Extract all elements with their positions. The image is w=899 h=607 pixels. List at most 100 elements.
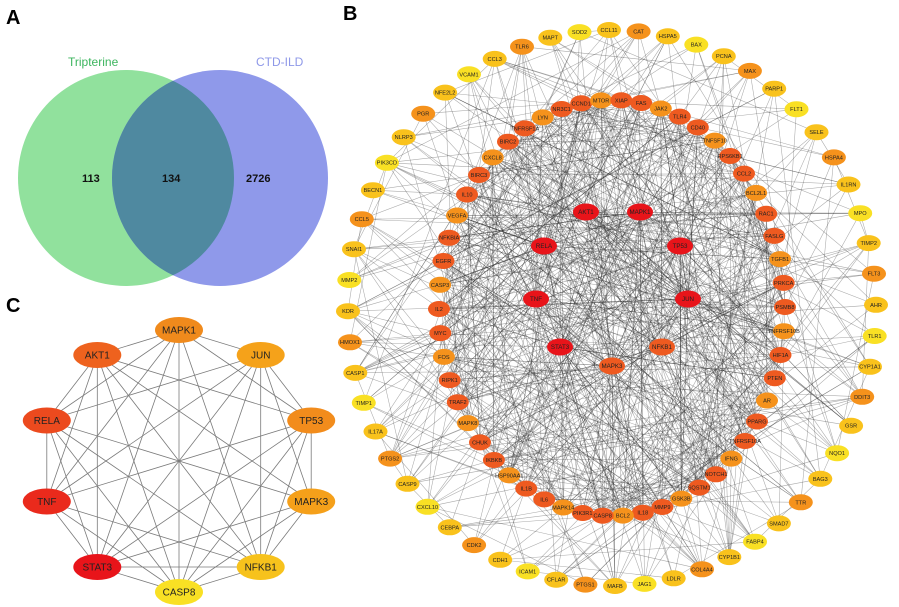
network-edge <box>687 298 746 442</box>
network-edge <box>479 298 689 443</box>
gene-node-label: TNFRSF10B <box>768 329 800 335</box>
network-edge <box>386 162 624 516</box>
network-edge <box>507 141 537 300</box>
network-edge <box>443 260 613 367</box>
network-edge <box>467 46 523 424</box>
gene-node-label: CYP1A1 <box>859 365 880 371</box>
gene-node-shape <box>538 29 563 46</box>
gene-node-shape <box>343 364 368 381</box>
network-edge <box>662 298 689 508</box>
network-edge <box>580 103 700 488</box>
network-edge <box>640 102 776 379</box>
network-edge <box>479 282 784 443</box>
gene-node-shape <box>688 479 711 496</box>
gene-node-label: CDH1 <box>493 558 508 564</box>
gene-node-pcna: PCNA <box>711 48 736 65</box>
gene-node-shape <box>626 23 651 40</box>
network-edge <box>715 56 725 475</box>
network-edge <box>468 74 689 300</box>
gene-node-label: PTEN <box>767 376 782 382</box>
network-edge <box>449 211 641 239</box>
network-edge <box>642 242 869 513</box>
gene-node-label: PSMB8 <box>776 305 795 311</box>
gene-node-egfr: EGFR <box>432 253 455 269</box>
gene-node-gsr: GSR <box>839 417 864 434</box>
hub-gene-network: MAPK1JUNTP53MAPK3NFKB1CASP8STAT3TNFRELAA… <box>22 317 336 605</box>
network-edge <box>353 235 775 250</box>
network-edge <box>347 310 441 334</box>
gene-node-shape <box>733 165 755 182</box>
gene-node-akt1: AKT1 <box>573 203 599 221</box>
gene-node-label: XIAP <box>615 98 628 104</box>
network-edge <box>449 211 641 239</box>
network-edge <box>600 100 682 499</box>
network-edge <box>679 173 745 247</box>
gene-node-nr3c1: NR3C1 <box>550 101 573 117</box>
network-edge <box>621 100 663 348</box>
network-edge <box>492 157 689 300</box>
gene-node-label: TLR4 <box>673 115 687 121</box>
gene-node-shape <box>772 323 795 340</box>
network-edge <box>372 189 468 195</box>
gene-node-label: CXCL10 <box>417 505 438 511</box>
network-edge <box>438 116 680 310</box>
network-edge <box>559 155 731 348</box>
network-edge <box>600 100 663 508</box>
gene-node-birc3: BIRC3 <box>468 167 490 183</box>
network-edge <box>443 356 613 367</box>
network-edge <box>639 211 756 542</box>
gene-node-timp1: TIMP1 <box>351 394 376 411</box>
network-edge <box>555 102 642 580</box>
network-edge <box>550 37 689 300</box>
network-edge <box>440 245 681 286</box>
network-edge <box>438 308 561 348</box>
gene-node-label: CASP9 <box>398 482 416 488</box>
network-edge <box>729 155 785 332</box>
network-edge <box>479 245 681 443</box>
network-edge <box>457 346 663 403</box>
network-edge <box>443 260 801 503</box>
network-edge <box>639 211 644 513</box>
gene-node-ripk1: RIPK1 <box>438 372 461 389</box>
network-edge <box>361 174 480 220</box>
network-edge <box>507 141 746 442</box>
gene-node-shape <box>349 211 374 228</box>
network-edge <box>543 245 584 514</box>
gene-node-shape <box>856 235 881 252</box>
network-edge <box>389 365 613 459</box>
gene-node-label: SELE <box>809 130 824 136</box>
network-edge <box>456 215 545 247</box>
network-edge <box>403 136 587 213</box>
network-edge <box>784 184 849 308</box>
gene-node-shape <box>711 48 736 65</box>
network-edge <box>723 56 781 356</box>
gene-node-tnf: TNF <box>523 290 549 308</box>
network-edge <box>778 306 786 524</box>
network-edge <box>347 298 689 312</box>
network-edge <box>438 308 643 513</box>
network-edge <box>466 44 697 195</box>
network-edge <box>524 128 689 300</box>
network-edge <box>543 29 610 247</box>
network-edge <box>440 284 775 379</box>
network-edge <box>561 108 715 141</box>
network-edge <box>449 379 717 475</box>
network-edge <box>679 245 780 524</box>
gene-node-shape <box>456 186 478 203</box>
network-edge <box>673 192 757 579</box>
network-edge <box>440 284 786 308</box>
hub-node-mapk3: MAPK3 <box>287 488 336 515</box>
network-edge <box>443 100 622 262</box>
network-edge <box>660 108 781 356</box>
network-edge <box>449 379 863 398</box>
network-edge <box>524 128 613 367</box>
network-edge <box>507 141 717 475</box>
gene-node-shape <box>432 253 455 269</box>
network-edge <box>443 260 663 508</box>
gene-node-shape <box>462 537 487 554</box>
panel-label-a: A <box>6 7 20 29</box>
gene-node-faslg: FASLG <box>763 227 786 244</box>
gene-node-hif1a: HIF1A <box>769 347 792 363</box>
gene-node-sele: SELE <box>804 124 829 141</box>
